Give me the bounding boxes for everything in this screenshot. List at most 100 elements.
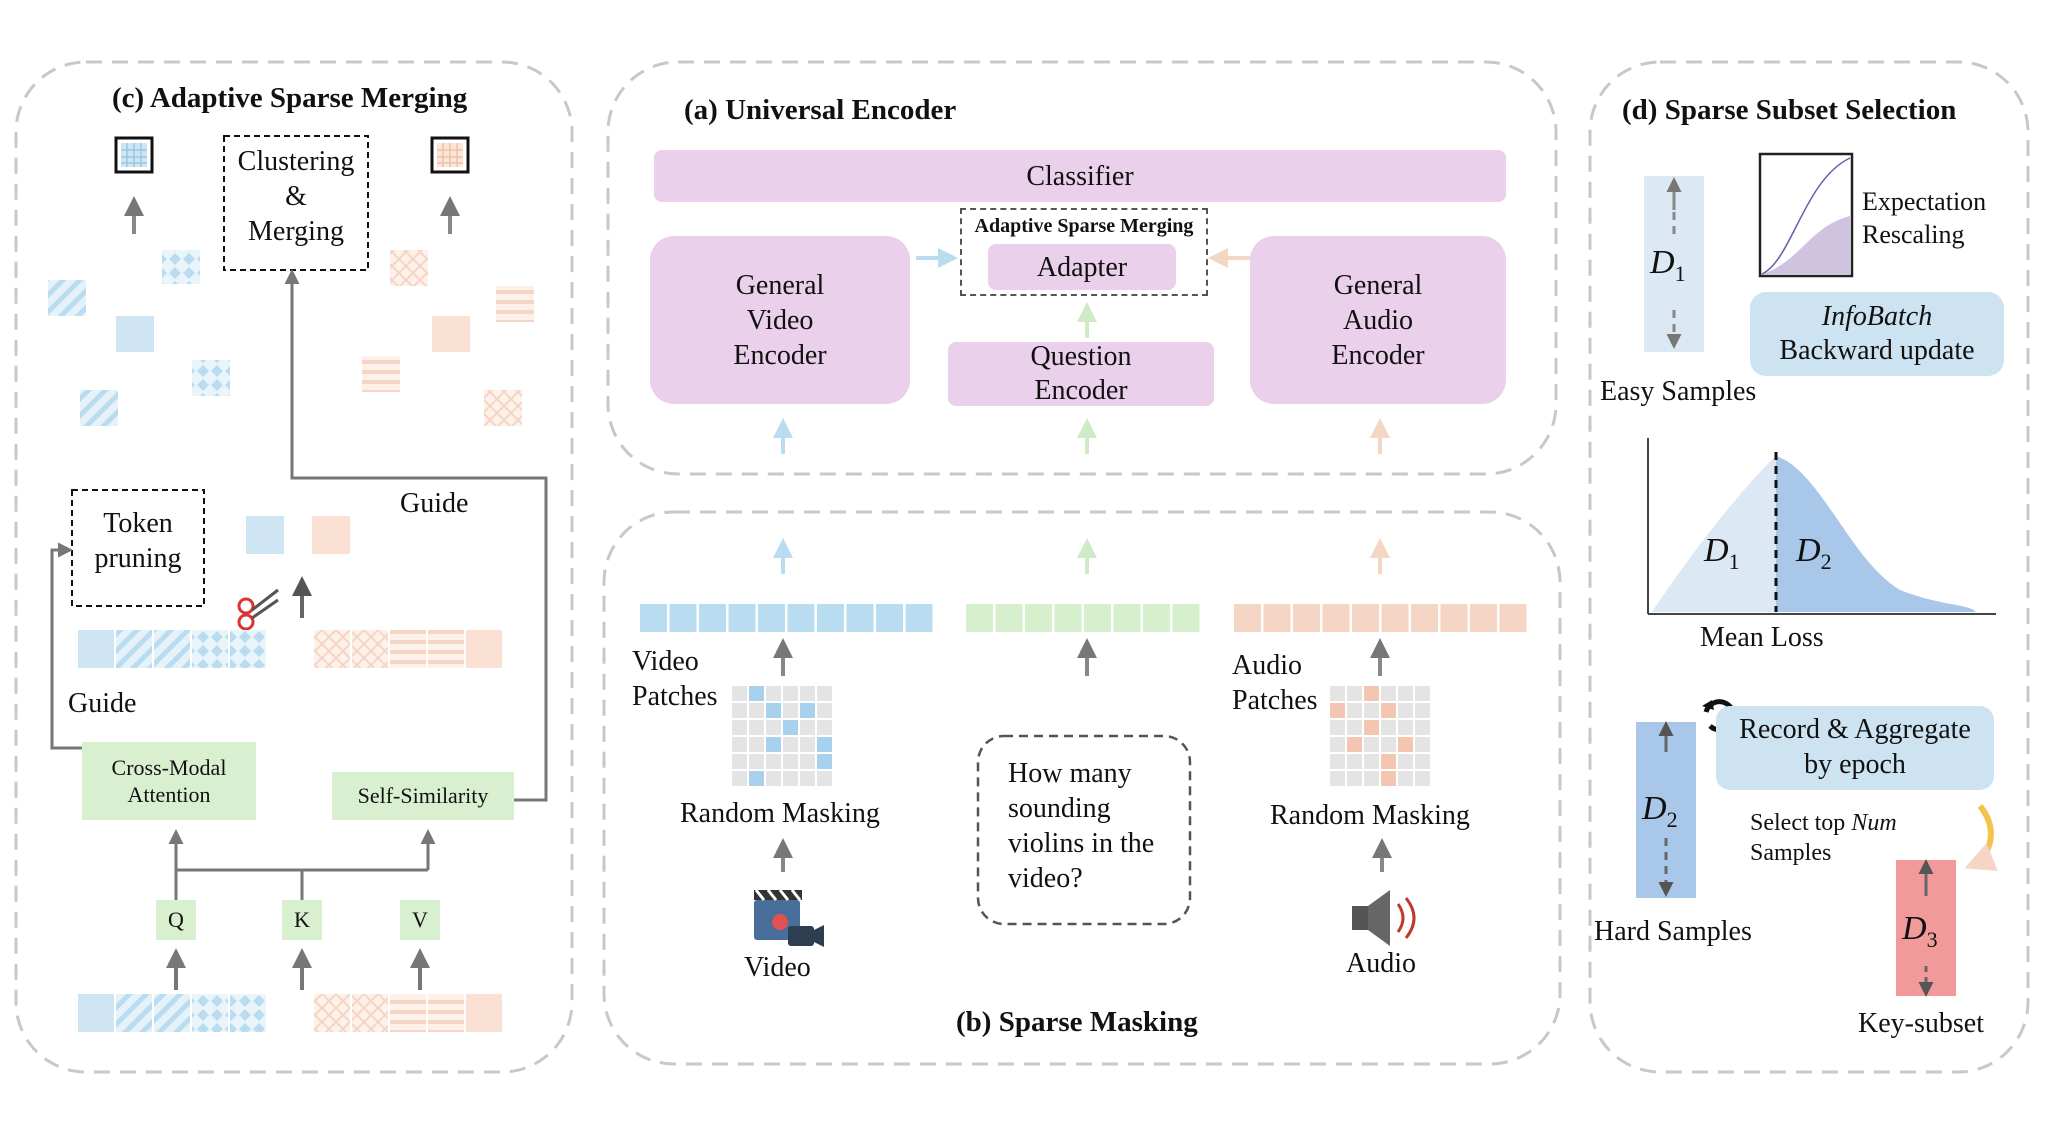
patch-cell: [1364, 686, 1379, 701]
patch-cell: [783, 703, 798, 718]
patch-cell: [766, 703, 781, 718]
curved-arrow-to-d3: [1964, 804, 1998, 871]
patch-cell: [1381, 754, 1396, 769]
merge-token: [390, 630, 426, 668]
clustering-box: [223, 135, 369, 271]
mean-loss-d1-label: D1: [1704, 530, 1740, 575]
question-encoder-line1: Question: [1030, 341, 1132, 373]
clustering-line2: &: [285, 181, 307, 212]
d2-bar-label: D2: [1642, 788, 1678, 833]
scatter-token: [48, 280, 86, 316]
question-token-row: [966, 604, 1200, 632]
audio-token: [1322, 604, 1350, 632]
guide-label-left: Guide: [68, 688, 137, 719]
scatter-token: [390, 250, 428, 286]
patch-cell: [783, 754, 798, 769]
audio-token: [1499, 604, 1527, 632]
mean-loss-d1-sub: 1: [1728, 548, 1740, 574]
mean-loss-label: Mean Loss: [1700, 622, 1824, 653]
q-box: Q: [156, 900, 196, 940]
general-audio-encoder-box: General Audio Encoder: [1250, 236, 1506, 404]
patch-cell: [800, 686, 815, 701]
merge-token: [78, 630, 114, 668]
video-token: [846, 604, 874, 632]
output-token-video: [114, 136, 154, 174]
d2-sub: 2: [1666, 806, 1678, 832]
patch-cell: [1330, 703, 1345, 718]
bottom-token-row: [78, 994, 502, 1032]
audio-token: [1293, 604, 1320, 632]
patch-cell: [766, 771, 781, 786]
audio-patches-label: Audio Patches: [1232, 648, 1318, 718]
video-token: [669, 604, 697, 632]
video-token: [728, 604, 756, 632]
patch-cell: [1398, 737, 1413, 752]
merge-token: [352, 630, 388, 668]
video-token: [699, 604, 726, 632]
video-encoder-line1: General: [735, 269, 825, 301]
audio-token-row: [1234, 604, 1527, 632]
adapter-label: Adapter: [1036, 251, 1128, 283]
question-token: [1054, 604, 1082, 632]
patch-cell: [1398, 686, 1413, 701]
key-subset-label: Key-subset: [1858, 1008, 1984, 1039]
audio-token: [1263, 604, 1291, 632]
patch-cell: [1347, 686, 1362, 701]
question-text: How many sounding violins in the video?: [1008, 756, 1154, 896]
patch-cell: [749, 754, 764, 769]
patch-cell: [749, 771, 764, 786]
scatter-token: [80, 390, 118, 426]
patch-cell: [1398, 771, 1413, 786]
scissors-icon: [237, 588, 279, 631]
num-text: Num: [1851, 810, 1897, 836]
panel-b-title: (b) Sparse Masking: [956, 1006, 1198, 1038]
d1-letter: D: [1650, 244, 1675, 281]
merge-token: [428, 630, 464, 668]
patch-cell: [766, 720, 781, 735]
patch-cell: [783, 720, 798, 735]
video-token: [905, 604, 933, 632]
record-aggregate-box: Record & Aggregate by epoch: [1716, 706, 1994, 790]
patch-cell: [783, 686, 798, 701]
token-pruning-label: Token pruning: [72, 506, 204, 576]
clustering-merging-label: Clustering & Merging: [224, 144, 368, 249]
patch-cell: [1364, 737, 1379, 752]
patch-cell: [1398, 703, 1413, 718]
video-patches-line1: Video: [632, 646, 699, 677]
guide-label-top: Guide: [400, 488, 469, 519]
random-masking-video-label: Random Masking: [680, 798, 880, 829]
patch-cell: [817, 754, 832, 769]
question-line2: sounding: [1008, 793, 1111, 824]
patch-cell: [1381, 737, 1396, 752]
question-token: [1172, 604, 1200, 632]
token-pruning-box: [71, 489, 205, 607]
patch-cell: [800, 771, 815, 786]
expectation-rescaling-label: Expectation Rescaling: [1862, 186, 1986, 251]
q-label: Q: [168, 907, 184, 933]
random-masking-audio-label: Random Masking: [1270, 800, 1470, 831]
merge-token: [314, 630, 350, 668]
merge-token: [192, 994, 228, 1032]
mean-loss-d2-label: D2: [1796, 530, 1832, 575]
video-token: [758, 604, 785, 632]
audio-token: [1411, 604, 1438, 632]
video-token: [817, 604, 844, 632]
d3-letter: D: [1902, 910, 1927, 947]
clustering-line3: Merging: [248, 216, 344, 247]
pruned-token-video: [246, 516, 284, 554]
token-pruning-line2: pruning: [94, 543, 182, 574]
video-encoder-line2: Video: [746, 304, 814, 336]
audio-token: [1440, 604, 1468, 632]
question-token: [1025, 604, 1052, 632]
mean-loss-d2-sub: 2: [1820, 548, 1832, 574]
merge-token: [154, 630, 190, 668]
merge-token: [390, 994, 426, 1032]
asm-container: Adaptive Sparse Merging: [960, 208, 1208, 296]
patch-cell: [732, 720, 747, 735]
audio-encoder-line2: Audio: [1343, 304, 1413, 336]
k-box: K: [282, 900, 322, 940]
question-token: [966, 604, 993, 632]
patch-cell: [1347, 754, 1362, 769]
middle-token-row: [78, 630, 502, 668]
